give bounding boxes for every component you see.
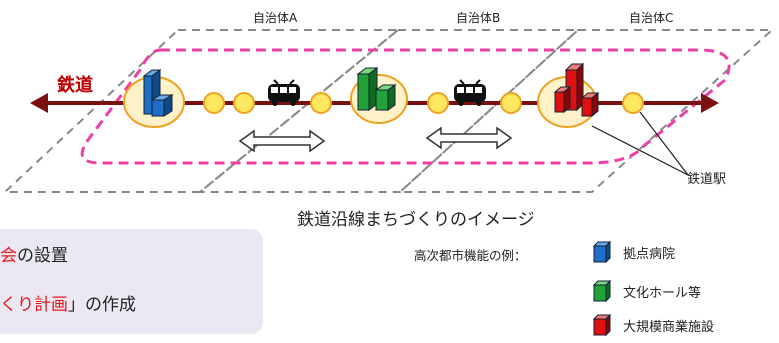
legend-title: 高次都市機能の例： bbox=[414, 248, 527, 263]
station-circle bbox=[500, 92, 522, 114]
link-arrow bbox=[238, 129, 326, 153]
legend-label-cultural-hall: 文化ホール等 bbox=[623, 285, 702, 301]
railway-label: 鉄道 bbox=[57, 75, 93, 96]
station-circle bbox=[622, 92, 644, 114]
jurisdiction-label-c: 自治体C bbox=[629, 11, 674, 25]
station-circle bbox=[203, 92, 225, 114]
info-box bbox=[0, 229, 263, 334]
cultural-hall-building-icon bbox=[356, 67, 397, 111]
station-callout-lines bbox=[591, 111, 689, 176]
jurisdiction-label-b: 自治体B bbox=[456, 11, 501, 25]
blue-building-icon bbox=[593, 241, 611, 263]
legend-item-cultural-hall: 文化ホール等 bbox=[593, 280, 701, 302]
corridor-outline bbox=[80, 48, 731, 165]
jurisdiction-label-a: 自治体A bbox=[253, 11, 298, 25]
info-text-plan: 」の作成 bbox=[68, 295, 136, 315]
station-circle bbox=[310, 92, 332, 114]
info-highlight-council: 会 bbox=[0, 246, 17, 266]
train-icon bbox=[454, 79, 486, 106]
station-callout-label: 鉄道駅 bbox=[687, 172, 727, 187]
info-line-plan: くり計画」の作成 bbox=[0, 290, 136, 315]
red-building-icon bbox=[593, 314, 611, 336]
plane-jurisdiction-c bbox=[397, 29, 775, 193]
rail-arrow-right bbox=[701, 93, 719, 113]
train-icon bbox=[268, 79, 300, 106]
rail-arrow-left bbox=[30, 93, 48, 113]
diagram-caption: 鉄道沿線まちづくりのイメージ bbox=[297, 210, 535, 230]
green-building-icon bbox=[593, 280, 611, 302]
legend-label-commercial: 大規模商業施設 bbox=[623, 319, 715, 335]
info-highlight-plan: くり計画 bbox=[0, 295, 68, 315]
link-arrow bbox=[425, 126, 513, 150]
hospital-building-icon bbox=[142, 69, 174, 117]
legend-label-hospital: 拠点病院 bbox=[623, 246, 676, 262]
small-stations bbox=[203, 92, 644, 114]
station-circle bbox=[233, 92, 255, 114]
legend-item-commercial: 大規模商業施設 bbox=[593, 314, 714, 336]
station-circle bbox=[427, 92, 449, 114]
plane-jurisdiction-a bbox=[2, 29, 401, 193]
info-line-council: 会の設置 bbox=[0, 241, 68, 266]
info-text-council: の設置 bbox=[17, 246, 68, 266]
legend-item-hospital: 拠点病院 bbox=[593, 241, 675, 263]
commercial-building-icon bbox=[553, 62, 600, 118]
